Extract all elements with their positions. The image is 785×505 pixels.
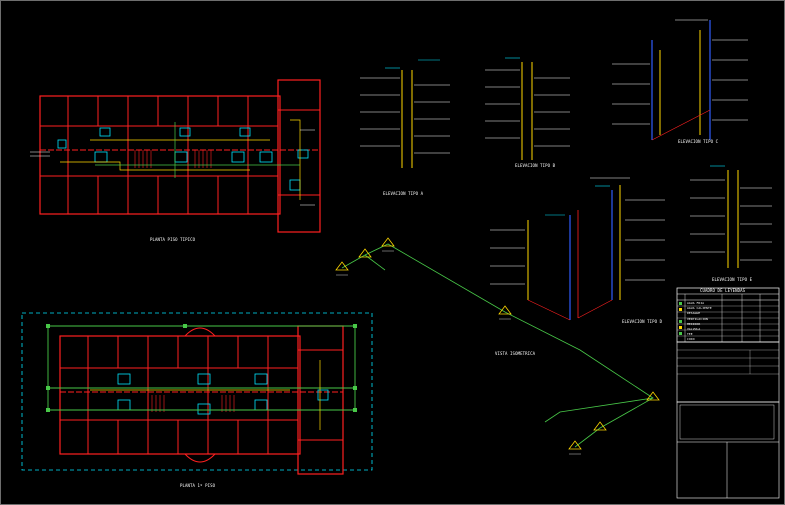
legend-row: MEDIDOR — [687, 321, 701, 326]
riser-c-title: ELEVACION TIPO C — [678, 139, 719, 144]
riser-e-title: ELEVACION TIPO E — [712, 277, 753, 282]
riser-a-title: ELEVACION TIPO A — [383, 191, 424, 196]
riser-c — [612, 19, 748, 141]
legend-row: VENTILACION — [687, 316, 708, 321]
plan-top-title: PLANTA PISO TIPICO — [150, 237, 196, 242]
legend-row: AGUA CALIENTE — [687, 306, 712, 311]
riser-a — [360, 59, 450, 168]
riser-b — [485, 57, 570, 160]
iso-view-title: VISTA ISOMETRICA — [495, 351, 536, 356]
legend-row: AGUA FRIA — [687, 301, 705, 305]
riser-e — [690, 165, 772, 268]
legend-table — [676, 287, 780, 343]
title-block — [676, 341, 780, 499]
floor-plan-top — [30, 79, 321, 233]
legend-row: DESAGUE — [687, 311, 701, 316]
riser-b-title: ELEVACION TIPO B — [515, 163, 556, 168]
plan-bottom-title: PLANTA 1º PISO — [180, 483, 216, 488]
isometric-view — [335, 237, 660, 455]
legend-row: CODO — [687, 337, 695, 342]
legend-title: CUADRO DE LEYENDAS — [700, 288, 746, 293]
legend-row: TEE — [687, 332, 693, 337]
riser-d-title: ELEVACION TIPO D — [622, 319, 663, 324]
riser-d — [490, 177, 665, 321]
legend-row: VALVULA — [687, 327, 701, 331]
floor-plan-bottom — [21, 312, 373, 475]
